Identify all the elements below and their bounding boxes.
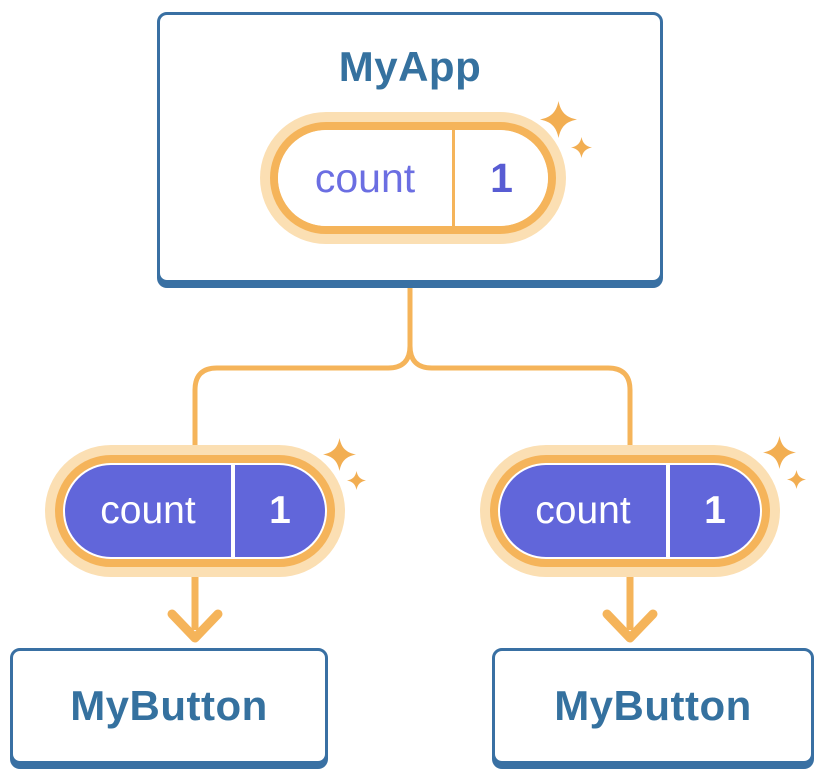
- state-pill-body: count 1: [278, 130, 548, 226]
- prop-name: count: [535, 489, 631, 532]
- state-pill-myapp: count 1: [260, 112, 566, 244]
- prop-pill-ring: count 1: [490, 455, 770, 567]
- state-name: count: [314, 154, 416, 201]
- sparkle-icon: [347, 471, 366, 490]
- sparkle-icon: [323, 438, 356, 471]
- state-pill-divider: [452, 130, 455, 226]
- prop-pill-body: count 1: [65, 465, 325, 557]
- prop-pill-ring: count 1: [55, 455, 335, 567]
- prop-pill-body: count 1: [500, 465, 760, 557]
- branch-line-right: [407, 286, 633, 515]
- prop-value: 1: [704, 489, 726, 532]
- arrow-head-right: [602, 609, 658, 643]
- prop-pill-mybutton-left: count 1: [45, 445, 345, 577]
- node-mybutton-title: MyButton: [554, 682, 752, 729]
- state-pill-ring: count 1: [270, 122, 556, 234]
- node-mybutton-left: MyButton: [10, 648, 328, 764]
- prop-name: count: [100, 489, 196, 532]
- node-mybutton-title: MyButton: [70, 682, 268, 729]
- sparkle-icon: [540, 101, 577, 138]
- sparkle-icon: [763, 436, 796, 469]
- state-value: 1: [490, 154, 513, 201]
- node-myapp-title: MyApp: [338, 43, 482, 90]
- sparkle-icon: [787, 470, 806, 489]
- prop-value: 1: [269, 489, 291, 532]
- arrow-head-left: [167, 609, 223, 643]
- prop-pill-mybutton-right: count 1: [480, 445, 780, 577]
- node-mybutton-right: MyButton: [492, 648, 814, 764]
- prop-pill-divider: [231, 465, 235, 557]
- prop-pill-divider: [666, 465, 670, 557]
- sparkle-icon: [571, 137, 592, 158]
